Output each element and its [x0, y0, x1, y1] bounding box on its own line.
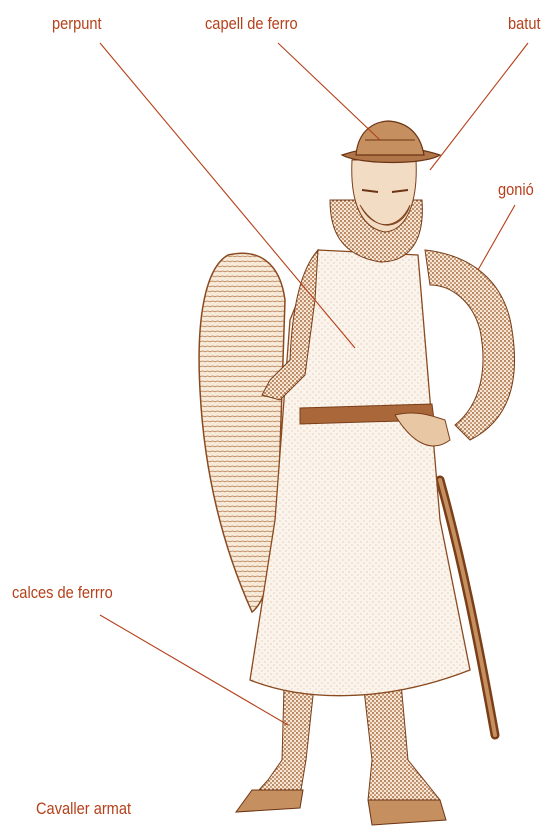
left-shoe	[236, 790, 303, 812]
capell-leader	[278, 43, 380, 140]
label-batut: batut	[508, 14, 541, 34]
batut-leader	[430, 43, 528, 170]
gonio-leader	[478, 205, 515, 270]
right-shoe	[368, 800, 446, 825]
helmet-crown	[356, 121, 424, 155]
label-calces-de-ferro: calces de ferrro	[12, 583, 113, 603]
right-arm	[425, 250, 515, 440]
label-gonio: gonió	[498, 180, 534, 200]
label-capell-de-ferro: capell de ferro	[205, 14, 298, 34]
caption: Cavaller armat	[36, 799, 131, 819]
label-perpunt: perpunt	[52, 14, 102, 34]
